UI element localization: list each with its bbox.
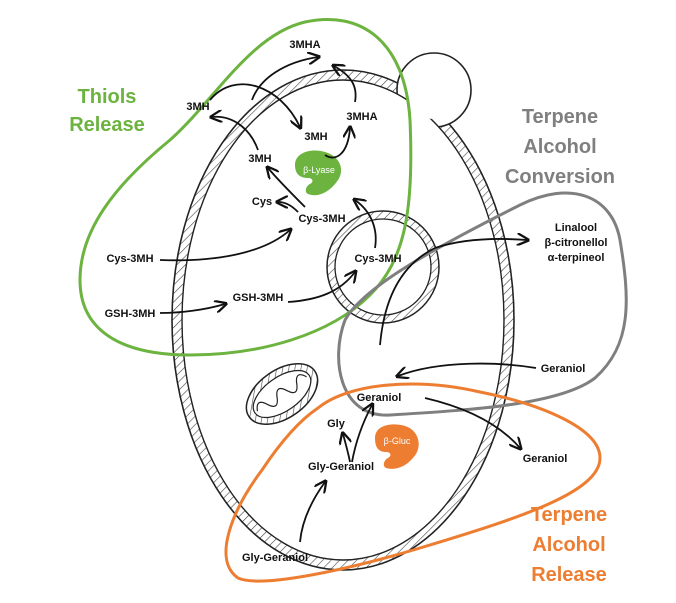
arrow-geraniol-in bbox=[398, 362, 537, 376]
arrow-cys3mh-into-cell bbox=[159, 230, 290, 262]
vacuole bbox=[326, 210, 440, 324]
terpene-release-title-line3: Release bbox=[531, 564, 607, 586]
label-cys: Cys bbox=[252, 196, 272, 208]
label-3mh-mid: 3MH bbox=[248, 153, 271, 165]
beta-lyase-label: β-Lyase bbox=[303, 165, 335, 175]
label-cys3mh-outside: Cys-3MH bbox=[106, 253, 153, 265]
label-linalool: Linalool bbox=[555, 222, 597, 234]
label-geraniol-out: Geraniol bbox=[523, 453, 568, 465]
arrow-glygeraniol-into-cell bbox=[299, 482, 325, 543]
label-cys3mh-vacuole: Cys-3MH bbox=[354, 253, 401, 265]
arrow-vacuole-to-terpenes bbox=[379, 239, 527, 346]
label-3mha-top: 3MHA bbox=[289, 39, 320, 51]
terpene-conversion-region bbox=[337, 191, 628, 417]
mitochondrion bbox=[245, 363, 319, 425]
cell-wall-inner bbox=[181, 79, 505, 561]
label-geraniol-right: Geraniol bbox=[541, 363, 586, 375]
thiols-release-title-line1: Thiols bbox=[78, 86, 137, 108]
label-gly: Gly bbox=[327, 418, 346, 430]
label-cys3mh-inner: Cys-3MH bbox=[298, 213, 345, 225]
arrow-3mha-right-to-top bbox=[334, 66, 357, 103]
label-3mh-center: 3MH bbox=[304, 131, 327, 143]
label-gsh3mh-inner: GSH-3MH bbox=[233, 292, 284, 304]
terpene-conversion-title-line1: Terpene bbox=[522, 106, 598, 128]
arrow-cys3mh-to-3mh bbox=[268, 168, 306, 208]
beta-gluc-enzyme: β-Gluc bbox=[375, 424, 419, 469]
molecule-labels: 3MHA 3MH 3MHA 3MH 3MH Cys Cys-3MH Cys-3M… bbox=[105, 39, 608, 564]
beta-gluc-label: β-Gluc bbox=[384, 436, 411, 446]
arrow-gsh3mh-into-cell bbox=[159, 304, 225, 314]
terpene-release-title-line1: Terpene bbox=[531, 504, 607, 526]
arrow-cys3mh-to-cys bbox=[278, 202, 299, 213]
arrow-3mh-to-3mh-left bbox=[212, 117, 259, 151]
reaction-arrows bbox=[159, 57, 537, 543]
label-3mh-left: 3MH bbox=[186, 101, 209, 113]
arrow-glygeraniol-to-gly bbox=[343, 434, 350, 463]
terpene-conversion-title-line2: Alcohol bbox=[523, 136, 596, 158]
bud-inner bbox=[407, 65, 461, 119]
label-geraniol-inner: Geraniol bbox=[357, 392, 402, 404]
arrow-3mh-left-to-3mh-center bbox=[209, 83, 300, 127]
terpene-release-region bbox=[224, 382, 602, 583]
terpene-release-title-line2: Alcohol bbox=[532, 534, 605, 556]
thiols-release-title-line2: Release bbox=[69, 114, 145, 136]
arrow-3mh-to-3mha-top bbox=[251, 57, 318, 101]
arrow-glygeraniol-to-geraniol bbox=[351, 405, 372, 463]
label-citronellol: β-citronellol bbox=[545, 237, 608, 249]
label-3mha-right: 3MHA bbox=[346, 111, 377, 123]
label-glygeraniol-outside: Gly-Geraniol bbox=[242, 552, 308, 564]
yeast-cell bbox=[171, 52, 515, 571]
label-glygeraniol-inner: Gly-Geraniol bbox=[308, 461, 374, 473]
terpene-conversion-title-line3: Conversion bbox=[505, 166, 615, 188]
arrow-3mh-to-3mha-right bbox=[324, 128, 350, 159]
arrow-geraniol-out bbox=[424, 397, 520, 448]
arrow-vacuole-to-cys3mh bbox=[355, 200, 377, 249]
arrow-gsh3mh-to-vacuole bbox=[287, 272, 355, 303]
label-terpineol: α-terpineol bbox=[548, 252, 605, 264]
thiols-release-region bbox=[78, 17, 413, 357]
beta-lyase-enzyme: β-Lyase bbox=[295, 150, 342, 196]
label-gsh3mh-outside: GSH-3MH bbox=[105, 308, 156, 320]
